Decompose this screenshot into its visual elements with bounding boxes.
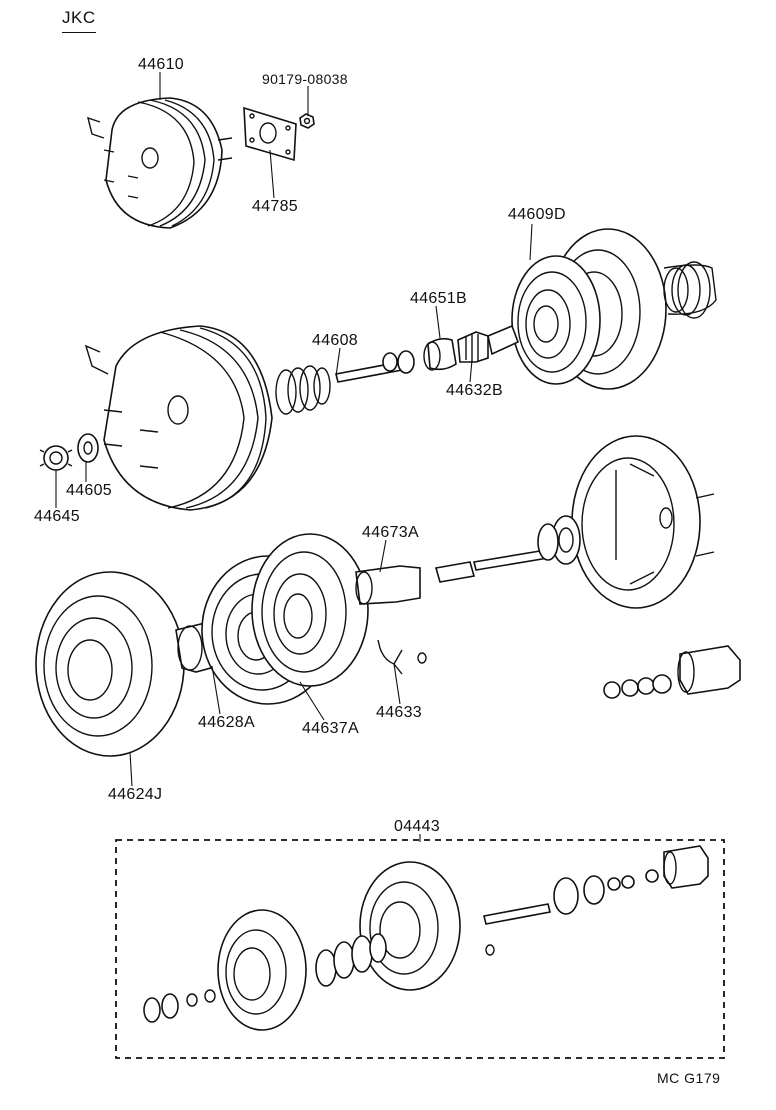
label-44651B: 44651B bbox=[410, 290, 467, 307]
valve-body-seal bbox=[457, 324, 520, 363]
label-44633: 44633 bbox=[376, 704, 422, 721]
label-44610: 44610 bbox=[138, 56, 184, 73]
leader-lines bbox=[55, 72, 533, 842]
repair-kit-boundary bbox=[115, 839, 725, 1059]
seal-kit-parts bbox=[603, 645, 741, 699]
label-44673A: 44673A bbox=[362, 524, 419, 541]
label-44608: 44608 bbox=[312, 332, 358, 349]
mounting-nut bbox=[299, 113, 315, 129]
kit-diaphragm bbox=[359, 861, 461, 991]
kit-rear-shell bbox=[217, 909, 307, 1031]
lock-washer bbox=[39, 445, 73, 471]
label-44624J: 44624J bbox=[108, 786, 163, 803]
valve-body bbox=[355, 565, 421, 605]
figure-reference: MC G179 bbox=[657, 1070, 721, 1086]
kit-seals bbox=[143, 989, 216, 1023]
label-44609D: 44609D bbox=[508, 206, 566, 223]
label-44605: 44605 bbox=[66, 482, 112, 499]
diagram-code: JKC bbox=[62, 8, 96, 33]
label-44628A: 44628A bbox=[198, 714, 255, 731]
label-44632B: 44632B bbox=[446, 382, 503, 399]
retainer-key bbox=[377, 639, 427, 675]
label-44645: 44645 bbox=[34, 508, 80, 525]
label-44637A: 44637A bbox=[302, 720, 359, 737]
push-rod bbox=[335, 350, 415, 383]
brake-booster-assembly bbox=[84, 325, 273, 511]
valve-operating-rod bbox=[434, 549, 549, 583]
brake-booster-assembly-small bbox=[87, 97, 233, 229]
booster-spring bbox=[275, 365, 331, 415]
return-spring bbox=[663, 261, 717, 319]
kit-front-seals bbox=[553, 845, 709, 915]
label-90179-08038: 90179-08038 bbox=[262, 71, 348, 87]
booster-piston bbox=[251, 533, 369, 687]
grommet bbox=[77, 433, 99, 463]
rear-booster-shell bbox=[35, 571, 185, 757]
kit-valve-parts bbox=[315, 903, 551, 987]
reaction-disc bbox=[423, 337, 457, 371]
label-04443: 04443 bbox=[394, 818, 440, 835]
front-shell-assembly bbox=[537, 435, 715, 609]
front-booster-shell bbox=[511, 228, 667, 390]
booster-gasket-plate bbox=[243, 106, 297, 162]
label-44785: 44785 bbox=[252, 198, 298, 215]
